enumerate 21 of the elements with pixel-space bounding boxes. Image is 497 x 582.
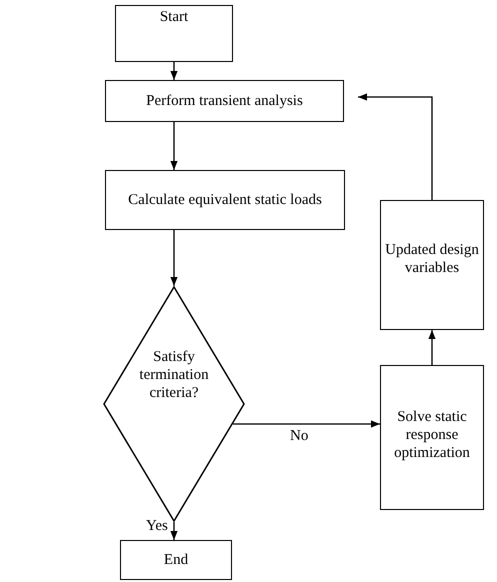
- node-text: Start: [160, 8, 188, 26]
- arrow: [170, 522, 178, 540]
- arrow: [170, 62, 178, 80]
- node-text: Solve static response optimization: [393, 408, 471, 462]
- process-box: [380, 365, 484, 510]
- decision-diamond: [103, 286, 245, 522]
- process-box: [105, 170, 345, 230]
- arrow: [358, 93, 433, 200]
- node-text: Perform transient analysis: [146, 92, 303, 110]
- process-box: [380, 200, 484, 330]
- process-box: [105, 80, 344, 122]
- process-box: [120, 540, 232, 580]
- arrow: [170, 122, 178, 170]
- arrow: [170, 230, 178, 286]
- arrow: [232, 420, 380, 428]
- process-box: [115, 5, 233, 62]
- node-text: End: [164, 551, 188, 569]
- arrow: [428, 330, 436, 365]
- node-text: Satisfy termination criteria?: [138, 348, 210, 402]
- node-text: Updated design variables: [385, 241, 479, 277]
- node-text: Calculate equivalent static loads: [128, 191, 322, 209]
